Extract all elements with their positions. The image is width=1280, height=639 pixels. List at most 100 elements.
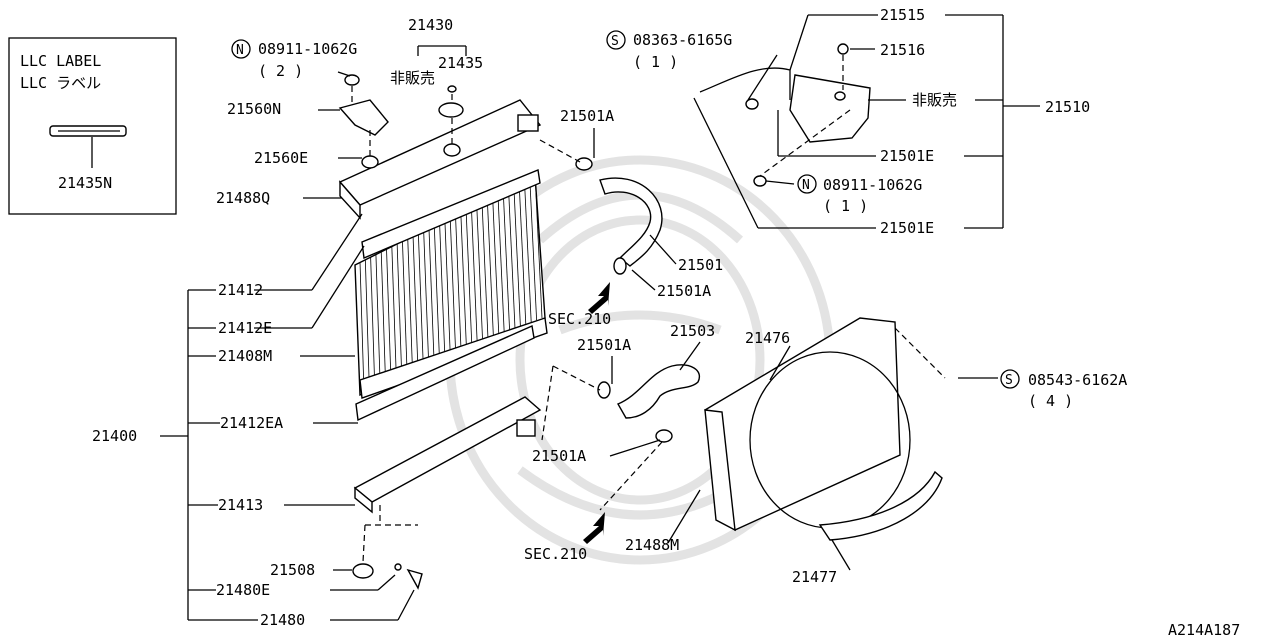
radiator-cap — [438, 85, 464, 157]
label-s-bolt-a-qty: ( 1 ) — [633, 53, 678, 71]
label-n-bolt-b: 08911-1062G — [823, 176, 922, 194]
section-arrows — [583, 282, 610, 544]
label-n-bolt-a: 08911-1062G — [258, 40, 357, 58]
label-21412EA: 21412EA — [220, 414, 283, 432]
radiator-fin — [460, 211, 467, 350]
label-21430: 21430 — [408, 16, 453, 34]
radiator-lower-strip — [355, 324, 535, 422]
inset-subtitle: LLC ラベル — [20, 74, 101, 92]
radiator-fin — [402, 240, 408, 375]
radiator-fin — [486, 197, 494, 339]
s-mark-icon — [606, 30, 626, 50]
label-21400: 21400 — [92, 427, 137, 445]
label-21488M: 21488M — [625, 536, 679, 554]
radiator-fin — [513, 184, 521, 327]
bracket-21560N — [338, 74, 389, 169]
radiator-fin — [497, 192, 505, 334]
svg-text:S: S — [1005, 373, 1013, 388]
svg-text:N: N — [802, 178, 810, 193]
upper-hose-21501 — [575, 157, 663, 275]
label-21501E-a: 21501E — [880, 147, 934, 165]
label-21477: 21477 — [792, 568, 837, 586]
label-21503: 21503 — [670, 322, 715, 340]
label-s-bolt-a: 08363-6165G — [633, 31, 732, 49]
radiator-fin — [423, 229, 430, 366]
leader-lines — [160, 14, 1040, 621]
radiator-fin — [508, 187, 516, 330]
label-21480E: 21480E — [216, 581, 270, 599]
label-21510: 21510 — [1045, 98, 1090, 116]
radiator-fin — [534, 173, 543, 319]
n-mark-icon — [231, 39, 251, 59]
radiator-fin — [386, 248, 392, 381]
radiator-fin — [518, 181, 527, 325]
diagram-id: A214A187 — [1168, 621, 1240, 639]
lower-hose-21503 — [597, 364, 701, 443]
label-21560E: 21560E — [254, 149, 308, 167]
radiator-fin — [529, 176, 538, 321]
label-21501A-mid: 21501A — [657, 282, 711, 300]
inset-title: LLC LABEL — [20, 52, 101, 70]
label-21488Q: 21488Q — [216, 189, 270, 207]
radiator-fin — [428, 227, 435, 363]
svg-text:S: S — [611, 34, 619, 49]
radiator-fin — [470, 205, 478, 345]
radiator-fin — [364, 259, 370, 390]
n-mark-icon — [797, 174, 817, 194]
drain-parts — [352, 563, 423, 590]
label-21480: 21480 — [260, 611, 305, 629]
radiator-fin — [481, 200, 489, 341]
radiator-fin — [380, 251, 386, 384]
radiator-fin — [492, 195, 500, 336]
radiator-fin — [455, 213, 462, 352]
radiator-fin — [449, 216, 457, 354]
radiator-fin — [412, 235, 419, 370]
label-21501A-bot: 21501A — [532, 447, 586, 465]
radiator-fin — [370, 256, 376, 388]
part-labels: 21430 21435 非販売 08911-1062G ( 2 ) 21560N… — [92, 6, 1240, 639]
reservoir-tank-21510 — [699, 43, 871, 187]
radiator-top-seal — [361, 169, 541, 260]
label-21501E-b: 21501E — [880, 219, 934, 237]
label-21516: 21516 — [880, 41, 925, 59]
label-21412: 21412 — [218, 281, 263, 299]
radiator-bottom-seal — [359, 317, 548, 399]
svg-text:N: N — [236, 43, 244, 58]
label-s-bolt-b-qty: ( 4 ) — [1028, 392, 1073, 410]
radiator-fin — [502, 189, 511, 332]
label-21476: 21476 — [745, 329, 790, 347]
radiator-core — [354, 169, 548, 422]
circle-marks: N S N S — [231, 30, 1020, 389]
radiator-fin — [523, 179, 532, 323]
llc-label-inset: LLC LABEL LLC ラベル 21435N — [8, 37, 177, 215]
fan-shroud-21476 — [704, 317, 911, 532]
radiator-fin — [391, 245, 397, 379]
label-s-bolt-b: 08543-6162A — [1028, 371, 1127, 389]
label-sec210-top: SEC.210 — [548, 310, 611, 328]
label-n-bolt-b-qty: ( 1 ) — [823, 197, 868, 215]
lower-tank — [353, 396, 542, 514]
label-not-for-sale-2: 非販売 — [912, 91, 957, 109]
radiator-fin — [476, 203, 484, 343]
radiator-fin — [439, 221, 446, 359]
radiator-fin — [417, 232, 424, 368]
label-sec210-bot: SEC.210 — [524, 545, 587, 563]
radiator-fin — [359, 261, 365, 393]
upper-tank — [338, 99, 542, 220]
label-n-bolt-a-qty: ( 2 ) — [258, 62, 303, 80]
label-not-for-sale: 非販売 — [390, 69, 435, 87]
dashed-guides — [351, 55, 946, 563]
radiator-fin — [375, 253, 381, 386]
label-21413: 21413 — [218, 496, 263, 514]
radiator-fin — [407, 237, 413, 372]
label-21501: 21501 — [678, 256, 723, 274]
radiator-fin — [433, 224, 440, 361]
radiator-fin — [444, 219, 451, 357]
label-21508: 21508 — [270, 561, 315, 579]
label-21501A-low: 21501A — [577, 336, 631, 354]
label-21412E: 21412E — [218, 319, 272, 337]
inset-part-number: 21435N — [58, 174, 112, 192]
label-21515: 21515 — [880, 6, 925, 24]
